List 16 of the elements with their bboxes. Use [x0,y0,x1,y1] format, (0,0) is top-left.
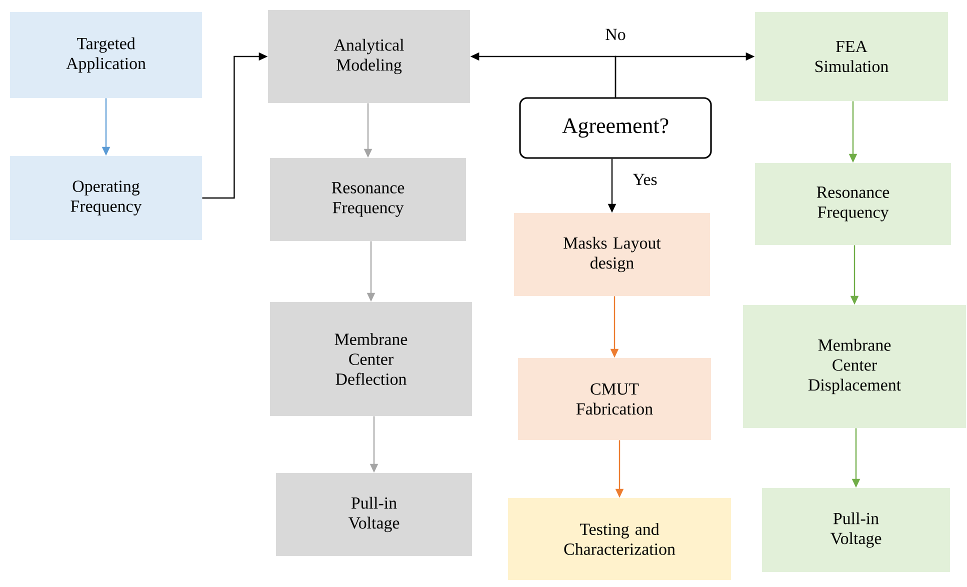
process-box: Masks Layout design [514,213,710,296]
process-box: CMUT Fabrication [518,358,711,440]
decision-box: Agreement? [519,97,712,159]
process-box: Operating Frequency [10,156,202,240]
process-box: Analytical Modeling [268,10,470,103]
process-box: Membrane Center Displacement [743,305,966,428]
edge-label: Yes [632,172,658,186]
process-box: Pull-in Voltage [276,473,472,556]
process-box: Pull-in Voltage [762,488,950,572]
process-box: Membrane Center Deflection [270,302,472,416]
process-box: FEA Simulation [755,12,948,101]
process-box: Testing and Characterization [508,498,731,580]
process-box: Resonance Frequency [755,163,951,245]
process-box: Targeted Application [10,12,202,98]
edge-label: No [604,28,627,42]
process-box: Resonance Frequency [270,158,466,241]
